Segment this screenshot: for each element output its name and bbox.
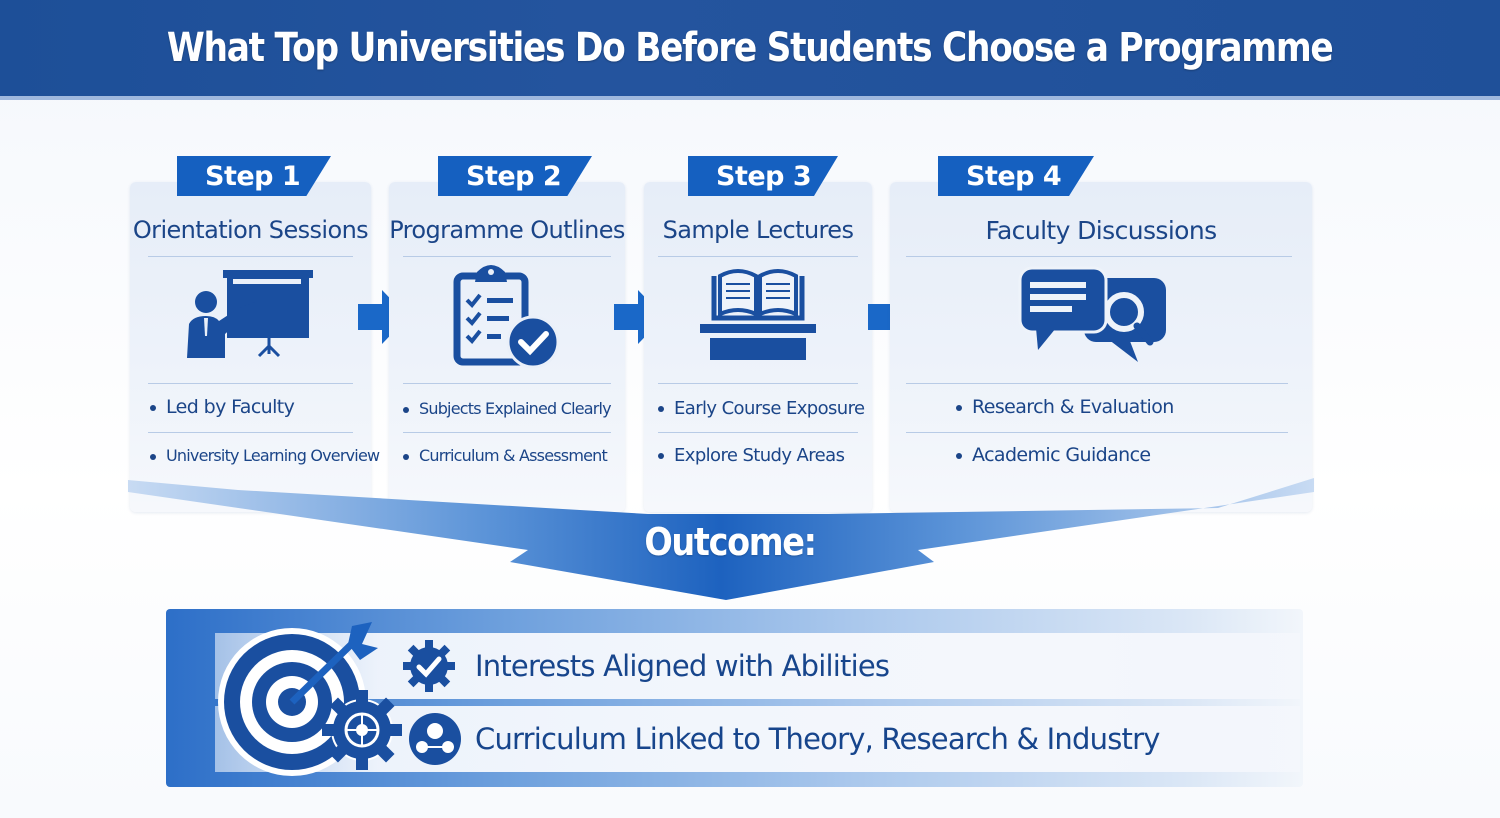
header-banner: What Top Universities Do Before Students… — [0, 0, 1500, 100]
target-arrow-gear-icon — [218, 622, 402, 776]
bullet-item: Curriculum & Assessment — [403, 446, 608, 465]
gear-check-icon — [403, 640, 455, 692]
bullet-item: Subjects Explained Clearly — [403, 399, 612, 418]
outcome-label: Outcome: — [644, 520, 817, 564]
outcome-item-text: Interests Aligned with Abilities — [475, 649, 890, 683]
step-card-3: Sample Lectures Early Course Exposure Ex… — [644, 182, 872, 512]
divider — [658, 383, 858, 384]
divider — [148, 432, 353, 433]
bullet-item: Academic Guidance — [956, 444, 1151, 466]
step-tab-1: Step 1 — [177, 156, 331, 196]
presenter-board-icon — [130, 266, 371, 366]
step-title: Sample Lectures — [662, 216, 854, 244]
step-tab-3: Step 3 — [688, 156, 838, 196]
bullet-dot — [658, 453, 664, 459]
bullet-dot — [150, 404, 156, 411]
step-title: Faculty Discussions — [985, 216, 1217, 245]
bullet-item: University Learning Overview — [150, 446, 380, 465]
arrow-right-icon — [358, 290, 408, 344]
divider — [403, 256, 611, 257]
step-tab-4: Step 4 — [938, 156, 1094, 196]
divider — [148, 383, 353, 384]
divider — [658, 432, 858, 433]
step-title: Orientation Sessions — [132, 216, 369, 244]
page-title: What Top Universities Do Before Students… — [167, 25, 1334, 71]
outcome-item-2: Curriculum Linked to Theory, Research & … — [215, 706, 1300, 772]
step-title: Programme Outlines — [389, 216, 625, 244]
people-network-icon — [409, 713, 461, 765]
bullet-dot — [403, 453, 409, 460]
bullet-item: Explore Study Areas — [658, 445, 845, 466]
bullet-dot — [956, 452, 962, 459]
divider — [906, 256, 1292, 257]
bullet-dot — [403, 406, 409, 413]
step-card-4: Faculty Discussions Research & Evaluatio… — [890, 182, 1312, 512]
clipboard-checklist-icon — [389, 265, 625, 369]
chat-search-icon — [890, 266, 1312, 366]
book-lectern-icon — [644, 266, 872, 366]
arrow-right-icon — [614, 290, 664, 344]
outcome-item-1: Interests Aligned with Abilities — [215, 633, 1300, 699]
outcome-funnel-arrow — [128, 478, 1314, 600]
step-card-2: Programme Outlines Subjects Explained Cl… — [389, 182, 625, 512]
bullet-dot — [956, 404, 962, 411]
bullet-dot — [150, 453, 156, 460]
divider — [148, 256, 353, 257]
bullet-item: Early Course Exposure — [658, 398, 865, 419]
bullet-item: Led by Faculty — [150, 396, 295, 418]
divider — [658, 256, 858, 257]
divider — [906, 383, 1288, 384]
step-tab-2: Step 2 — [438, 156, 592, 196]
divider — [403, 383, 611, 384]
outcome-item-text: Curriculum Linked to Theory, Research & … — [475, 722, 1160, 756]
divider — [403, 432, 611, 433]
bullet-dot — [658, 406, 664, 412]
bullet-item: Research & Evaluation — [956, 396, 1174, 418]
step-card-1: Orientation Sessions Led by Faculty Univ… — [130, 182, 380, 512]
divider — [906, 432, 1288, 433]
